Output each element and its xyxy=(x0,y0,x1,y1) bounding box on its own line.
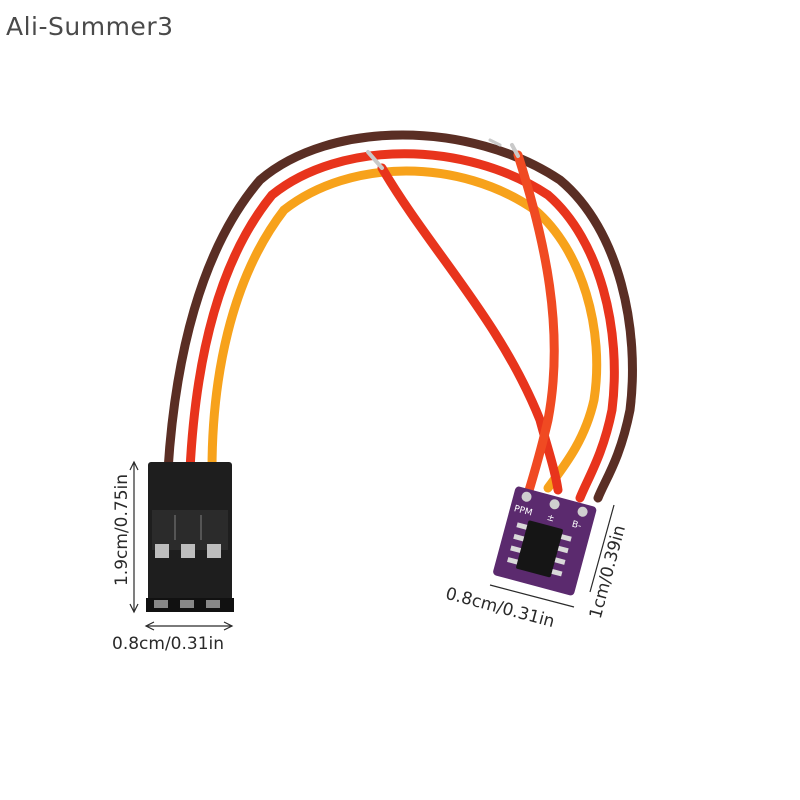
loose-red-wires xyxy=(366,138,563,499)
dimension-connector-height: 1.9cm/0.75in xyxy=(112,473,133,587)
tinned-tip-2 xyxy=(510,143,520,158)
watermark-text: Ali-Summer3 xyxy=(6,12,174,41)
arrow-board-width xyxy=(489,584,575,608)
solder-pad-3 xyxy=(577,506,588,517)
arrow-board-height xyxy=(589,504,615,593)
solder-pad-2 xyxy=(549,499,560,510)
solder-pad-1 xyxy=(521,491,532,502)
brown-wire xyxy=(163,130,637,503)
pin-slot-3 xyxy=(207,544,221,558)
pin-slot-2 xyxy=(181,544,195,558)
tinned-tip-1 xyxy=(366,150,384,170)
dimension-connector-width: 0.8cm/0.31in xyxy=(112,634,225,654)
board-label-ppm: PPM xyxy=(513,504,534,518)
board-label-b: B- xyxy=(571,520,583,532)
dimension-lines xyxy=(129,460,615,631)
loose-red-wire-1 xyxy=(377,163,563,495)
pin-slot-1 xyxy=(155,544,169,558)
orange-wire xyxy=(207,166,602,493)
dupont-connector xyxy=(146,462,234,612)
pcb-board: PPM ± B- xyxy=(493,486,597,596)
red-wire xyxy=(185,149,619,503)
board-label-gnd: ± xyxy=(546,513,556,525)
tinned-tip-3 xyxy=(488,138,502,147)
servo-cable xyxy=(163,130,637,503)
ic-chip xyxy=(516,520,563,578)
ic-pins xyxy=(507,522,572,577)
loose-red-wire-2 xyxy=(513,150,559,499)
